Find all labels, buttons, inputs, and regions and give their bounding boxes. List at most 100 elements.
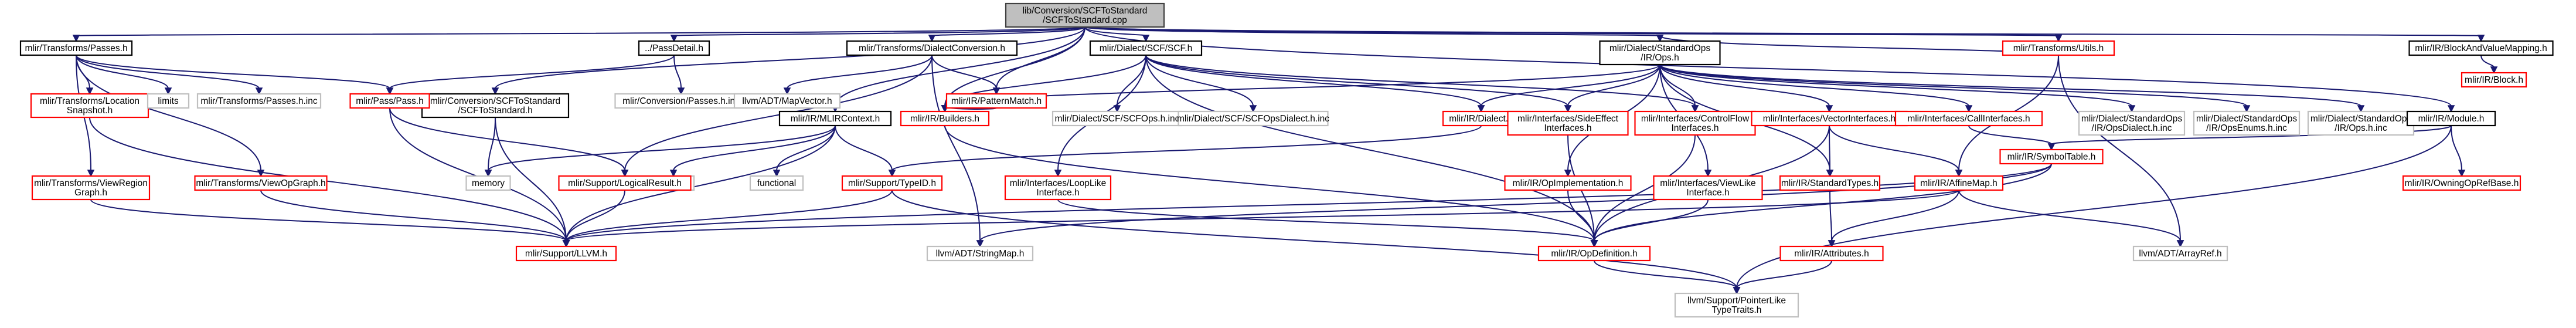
edge-root-to-tutils xyxy=(1084,26,2059,36)
node-box-arrayref xyxy=(2132,245,2228,262)
node-opimpl[interactable]: mlir/IR/OpImplementation.h xyxy=(1504,175,1632,191)
edge-arrowhead-vectorifaces-to-affinemap xyxy=(1955,170,1963,177)
node-tutils[interactable]: mlir/Transforms/Utils.h xyxy=(2002,40,2115,56)
node-label-vectorifaces-0: mlir/Interfaces/VectorInterfaces.h xyxy=(1763,114,1896,124)
node-box-tutils xyxy=(2002,40,2115,56)
node-box-opdef xyxy=(1537,245,1651,262)
node-callifaces[interactable]: mlir/Interfaces/CallInterfaces.h xyxy=(1894,110,2043,127)
node-box-viewregion xyxy=(31,175,151,201)
node-symboltable[interactable]: mlir/IR/SymbolTable.h xyxy=(1999,148,2104,165)
node-scfopsdialectinc: mlir/Dialect/SCF/SCFOpsDialect.h.inc xyxy=(1177,110,1329,127)
edge-passes-to-viewopgraph xyxy=(76,55,261,171)
node-label-affinemap-0: mlir/IR/AffineMap.h xyxy=(1920,178,1997,188)
node-label-mapvector-0: llvm/ADT/MapVector.h xyxy=(742,96,832,106)
edge-scf_h-to-sideeffect xyxy=(1145,55,1568,107)
node-box-functional xyxy=(749,175,804,191)
node-box-owningop xyxy=(2402,175,2521,191)
edge-stdtypes-to-attributes xyxy=(1829,190,1832,242)
node-llvmh[interactable]: mlir/Support/LLVM.h xyxy=(515,245,617,262)
edge-arrowhead-stdops_h-to-controlflow xyxy=(1691,105,1699,113)
edge-arrowhead-stdops_h-to-viewlike xyxy=(1704,170,1712,177)
node-irblock[interactable]: mlir/IR/Block.h xyxy=(2461,72,2527,88)
node-box-pointerlike xyxy=(1674,292,1799,318)
node-passes[interactable]: mlir/Transforms/Passes.h xyxy=(19,40,133,56)
edge-stdops_h-to-vectorifaces xyxy=(1659,64,1830,107)
node-passpass[interactable]: mlir/Pass/Pass.h xyxy=(349,93,430,109)
edge-arrowhead-stdops_h-to-vectorifaces xyxy=(1825,105,1833,113)
node-patternmatch[interactable]: mlir/IR/PatternMatch.h xyxy=(945,93,1047,109)
node-stdops_h[interactable]: mlir/Dialect/StandardOps/IR/Ops.h xyxy=(1599,40,1721,66)
node-dialectconv[interactable]: mlir/Transforms/DialectConversion.h xyxy=(846,40,1018,56)
edge-mlircontext-to-llvmh xyxy=(566,125,836,242)
node-typeid[interactable]: mlir/Support/TypeID.h xyxy=(841,175,943,191)
node-root: lib/Conversion/SCFToStandard/SCFToStanda… xyxy=(1005,2,1165,28)
edge-scf_h-to-scfopsinc xyxy=(1117,55,1146,107)
node-label-convpassesinc-0: mlir/Conversion/Passes.h.inc xyxy=(622,96,740,106)
edge-arrowhead-affinemap-to-llvmh xyxy=(562,240,570,248)
node-box-mlircontext xyxy=(778,110,892,127)
edge-passpass-to-llvmh xyxy=(389,107,567,242)
node-scftostd_h[interactable]: mlir/Conversion/SCFToStandard/SCFToStand… xyxy=(421,93,570,119)
node-passdetail[interactable]: ../PassDetail.h xyxy=(638,40,710,56)
node-mlircontext[interactable]: mlir/IR/MLIRContext.h xyxy=(778,110,892,127)
edge-stdops_h-to-stdopsdialectinc xyxy=(1659,64,2132,107)
node-label-locsnap-0: mlir/Transforms/Location xyxy=(40,96,139,106)
node-builders[interactable]: mlir/IR/Builders.h xyxy=(900,110,990,127)
edge-arrowhead-irdialect-to-typeid xyxy=(888,170,896,177)
edge-passpass-to-logicalresult xyxy=(389,107,625,171)
node-label-scf_h-0: mlir/Dialect/SCF/SCF.h xyxy=(1100,43,1192,53)
edge-arrowhead-stdops_h-to-sideeffect xyxy=(1564,105,1572,113)
node-box-passdetail xyxy=(638,40,710,56)
edge-vectorifaces-to-stdtypes xyxy=(1829,125,1830,171)
edge-arrowhead-scf_h-to-scfopsdialectinc xyxy=(1249,105,1257,113)
node-owningop[interactable]: mlir/IR/OwningOpRefBase.h xyxy=(2402,175,2521,191)
edge-attributes-to-pointerlike xyxy=(1736,260,1832,289)
node-box-attributes xyxy=(1779,245,1884,262)
edge-arrowhead-stdtypes-to-attributes xyxy=(1828,240,1836,248)
node-scf_h[interactable]: mlir/Dialect/SCF/SCF.h xyxy=(1089,40,1203,56)
node-box-passes xyxy=(19,40,133,56)
node-affinemap[interactable]: mlir/IR/AffineMap.h xyxy=(1914,175,2004,191)
node-blockvm[interactable]: mlir/IR/BlockAndValueMapping.h xyxy=(2408,40,2554,56)
edge-arrowhead-affinemap-to-arrayref xyxy=(2176,240,2184,248)
node-logicalresult[interactable]: mlir/Support/LogicalResult.h xyxy=(558,175,692,191)
edge-arrowhead-scf_h-to-looplike xyxy=(1054,170,1062,177)
node-attributes[interactable]: mlir/IR/Attributes.h xyxy=(1779,245,1884,262)
edge-arrowhead-root-to-blockvm xyxy=(2477,35,2485,42)
node-box-logicalresult xyxy=(558,175,692,191)
node-box-scf_h xyxy=(1089,40,1203,56)
node-label-stdopshinc-1: /IR/Ops.h.inc xyxy=(2335,123,2387,133)
node-opdef[interactable]: mlir/IR/OpDefinition.h xyxy=(1537,245,1651,262)
node-label-llvmh-0: mlir/Support/LLVM.h xyxy=(525,249,607,259)
edge-arrowhead-root-to-irmodule xyxy=(2447,105,2455,113)
node-label-pointerlike-0: llvm/Support/PointerLike xyxy=(1687,296,1786,306)
edge-arrowhead-root-to-passes xyxy=(72,35,80,42)
node-label-logicalresult-0: mlir/Support/LogicalResult.h xyxy=(568,178,682,188)
node-irdialect[interactable]: mlir/IR/Dialect.h xyxy=(1442,110,1520,127)
node-label-looplike-0: mlir/Interfaces/LoopLike xyxy=(1010,178,1107,188)
edge-arrowhead-root-to-scftostd_h xyxy=(491,87,499,95)
node-label-tutils-0: mlir/Transforms/Utils.h xyxy=(2013,43,2104,53)
edge-arrowhead-passpass-to-logicalresult xyxy=(621,170,629,177)
edge-root-to-stdops_h xyxy=(1084,26,1660,36)
node-label-viewopgraph-0: mlir/Transforms/ViewOpGraph.h xyxy=(196,178,325,188)
edge-mlircontext-to-typeid xyxy=(835,125,893,171)
node-tpassesinc: mlir/Transforms/Passes.h.inc xyxy=(196,93,322,109)
node-vectorifaces[interactable]: mlir/Interfaces/VectorInterfaces.h xyxy=(1751,110,1908,127)
node-label-viewlike-1: Interface.h xyxy=(1686,188,1729,198)
node-viewopgraph[interactable]: mlir/Transforms/ViewOpGraph.h xyxy=(194,175,328,191)
node-irmodule[interactable]: mlir/IR/Module.h xyxy=(2406,110,2496,127)
node-label-irblock-0: mlir/IR/Block.h xyxy=(2465,75,2523,85)
node-label-dialectconv-0: mlir/Transforms/DialectConversion.h xyxy=(859,43,1005,53)
edge-dialectconv-to-patternmatch xyxy=(931,55,997,89)
node-stdopsdialectinc: mlir/Dialect/StandardOps/IR/OpsDialect.h… xyxy=(2078,110,2186,136)
node-stdtypes[interactable]: mlir/IR/StandardTypes.h xyxy=(1779,175,1881,191)
